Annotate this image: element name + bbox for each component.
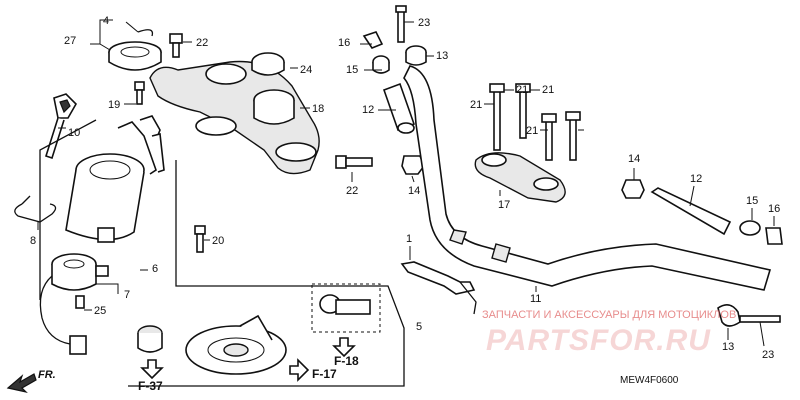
label-part-13-top: 13 bbox=[436, 50, 448, 62]
label-part-23-top: 23 bbox=[418, 17, 430, 29]
label-part-21-c: 21 bbox=[470, 99, 482, 111]
front-label: FR. bbox=[38, 369, 56, 381]
label-part-19: 19 bbox=[108, 99, 120, 111]
lower-switch-part bbox=[39, 253, 109, 355]
ref-f17: F-17 bbox=[312, 367, 337, 381]
label-part-16-left: 16 bbox=[338, 37, 350, 49]
label-part-8: 8 bbox=[30, 235, 36, 247]
label-part-10: 10 bbox=[68, 127, 80, 139]
handlebar-holder-part bbox=[474, 83, 581, 203]
ref-f18: F-18 bbox=[334, 354, 359, 368]
ref-arrows bbox=[140, 337, 356, 382]
label-part-11: 11 bbox=[530, 293, 541, 305]
front-arrow: FR. bbox=[6, 369, 56, 394]
leader-lines bbox=[37, 19, 775, 347]
label-part-14-left: 14 bbox=[408, 185, 420, 197]
label-part-16-right: 16 bbox=[768, 203, 780, 215]
assembly-5-outline bbox=[39, 119, 405, 387]
top-bridge-part bbox=[149, 52, 320, 175]
label-part-7: 7 bbox=[124, 289, 130, 301]
label-part-15-left: 15 bbox=[346, 64, 358, 76]
ref-f37: F-37 bbox=[138, 379, 163, 393]
label-part-4: 4 bbox=[103, 15, 109, 27]
label-part-21-d: 21 bbox=[526, 125, 538, 137]
top-small-parts bbox=[362, 5, 427, 175]
label-part-27: 27 bbox=[64, 35, 76, 47]
bracket-part bbox=[400, 261, 477, 315]
label-part-21-a: 21 bbox=[516, 84, 528, 96]
label-part-25: 25 bbox=[94, 305, 106, 317]
label-part-12-left: 12 bbox=[362, 104, 374, 116]
wire-clip-part bbox=[14, 195, 57, 223]
label-part-24: 24 bbox=[300, 64, 312, 76]
label-part-22-top: 22 bbox=[196, 37, 208, 49]
key-part bbox=[45, 93, 77, 160]
watermark-tagline: ЗАПЧАСТИ И АКСЕССУАРЫ ДЛЯ МОТОЦИКЛОВ bbox=[482, 309, 736, 321]
label-part-6: 6 bbox=[152, 263, 158, 275]
bolt-19 bbox=[134, 81, 145, 105]
label-part-13-bottom: 13 bbox=[722, 341, 734, 353]
label-part-21-b: 21 bbox=[542, 84, 554, 96]
bolt-22-top bbox=[169, 33, 183, 58]
handlebar-part bbox=[403, 65, 772, 291]
label-part-23-bottom: 23 bbox=[762, 349, 774, 361]
label-part-18: 18 bbox=[312, 103, 324, 115]
right-side-parts bbox=[621, 179, 783, 327]
diagram-code: MEW4F0600 bbox=[620, 375, 679, 386]
switch-cover-part bbox=[108, 29, 162, 71]
label-part-12-right: 12 bbox=[690, 173, 702, 185]
bolt-20 bbox=[194, 225, 206, 253]
label-part-17: 17 bbox=[498, 199, 510, 211]
label-part-15-right: 15 bbox=[746, 195, 758, 207]
bolt-22-lower bbox=[335, 155, 373, 169]
label-part-22-lower: 22 bbox=[346, 185, 358, 197]
label-part-20: 20 bbox=[212, 235, 224, 247]
label-part-5: 5 bbox=[416, 321, 422, 333]
watermark-brand: PARTSFOR.RU bbox=[486, 324, 711, 357]
label-part-14-right: 14 bbox=[628, 153, 640, 165]
ignition-switch-part bbox=[65, 115, 165, 243]
label-part-1: 1 bbox=[406, 233, 412, 245]
